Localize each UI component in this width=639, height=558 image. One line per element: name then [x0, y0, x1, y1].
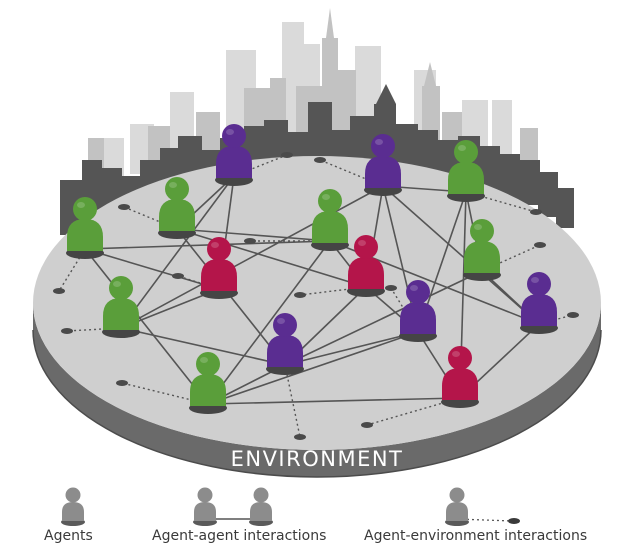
legend-agent-environment-icon — [445, 487, 520, 526]
legend-agent-figure — [61, 487, 85, 526]
legend-agents-label: Agents — [44, 528, 93, 544]
agent-green — [311, 189, 349, 251]
agent-purple — [215, 124, 253, 186]
environment-spot — [281, 152, 293, 158]
agent-agent-link — [207, 331, 419, 405]
agent-green — [447, 140, 485, 202]
agent-agent-link — [176, 228, 367, 288]
legend-environment-spot — [508, 518, 520, 524]
legend-agent-agent-icon — [193, 487, 273, 526]
agents — [66, 124, 558, 414]
agent-agent-link — [284, 270, 483, 366]
agent-agent-link — [176, 228, 331, 242]
agent-environment-link — [177, 275, 220, 290]
agent-purple — [399, 280, 437, 342]
agent-green — [158, 177, 196, 239]
environment-spots — [53, 152, 579, 440]
agent-environment-link — [58, 248, 86, 292]
environment-spot — [118, 204, 130, 210]
agent-agent-link — [120, 185, 384, 329]
agent-purple — [520, 272, 558, 334]
environment-spot — [385, 285, 397, 291]
environment-spot — [534, 242, 546, 248]
agent-purple — [266, 313, 304, 375]
legend-agent-environment-line — [456, 518, 513, 522]
legend-agent-agent-label: Agent-agent interactions — [152, 528, 327, 544]
legend-agent-figure — [445, 487, 469, 526]
agent-agent-link — [84, 240, 331, 250]
agent-purple — [364, 134, 402, 196]
environment-spot — [361, 422, 373, 428]
agent-green — [66, 197, 104, 259]
agent-agent-link — [207, 240, 331, 405]
environment-spot — [294, 434, 306, 440]
environment-spot — [530, 209, 542, 215]
agent-agent-link — [382, 185, 540, 325]
agent-agent-link — [207, 397, 461, 405]
environment-spot — [244, 238, 256, 244]
agent-green — [463, 219, 501, 281]
environment-spot — [116, 380, 128, 386]
environment-spot — [53, 288, 65, 294]
legend-agent-environment-label: Agent-environment interactions — [364, 528, 588, 544]
legend — [61, 487, 520, 526]
agent-red — [441, 346, 479, 408]
environment-label: ENVIRONMENT — [231, 447, 404, 471]
agent-red — [347, 235, 385, 297]
environment-spot — [61, 328, 73, 334]
agent-agent-link — [84, 248, 220, 290]
environment-spot — [314, 157, 326, 163]
legend-agent-icon — [61, 487, 85, 526]
legend-agent-figure — [193, 487, 217, 526]
agent-agent-link — [284, 331, 419, 366]
agent-agent-link — [120, 327, 286, 366]
agent-environment-link — [465, 191, 537, 213]
agent-environment-link — [66, 327, 122, 332]
agent-environment-link — [284, 364, 301, 438]
agent-agent-link — [84, 248, 209, 405]
environment-spot — [567, 312, 579, 318]
agent-green — [102, 276, 140, 338]
agent-green — [189, 352, 227, 414]
environment-spot — [172, 273, 184, 279]
agent-agent-link — [120, 175, 235, 329]
agent-red — [200, 237, 238, 299]
legend-agent-figure — [249, 487, 273, 526]
environment-spot — [294, 292, 306, 298]
